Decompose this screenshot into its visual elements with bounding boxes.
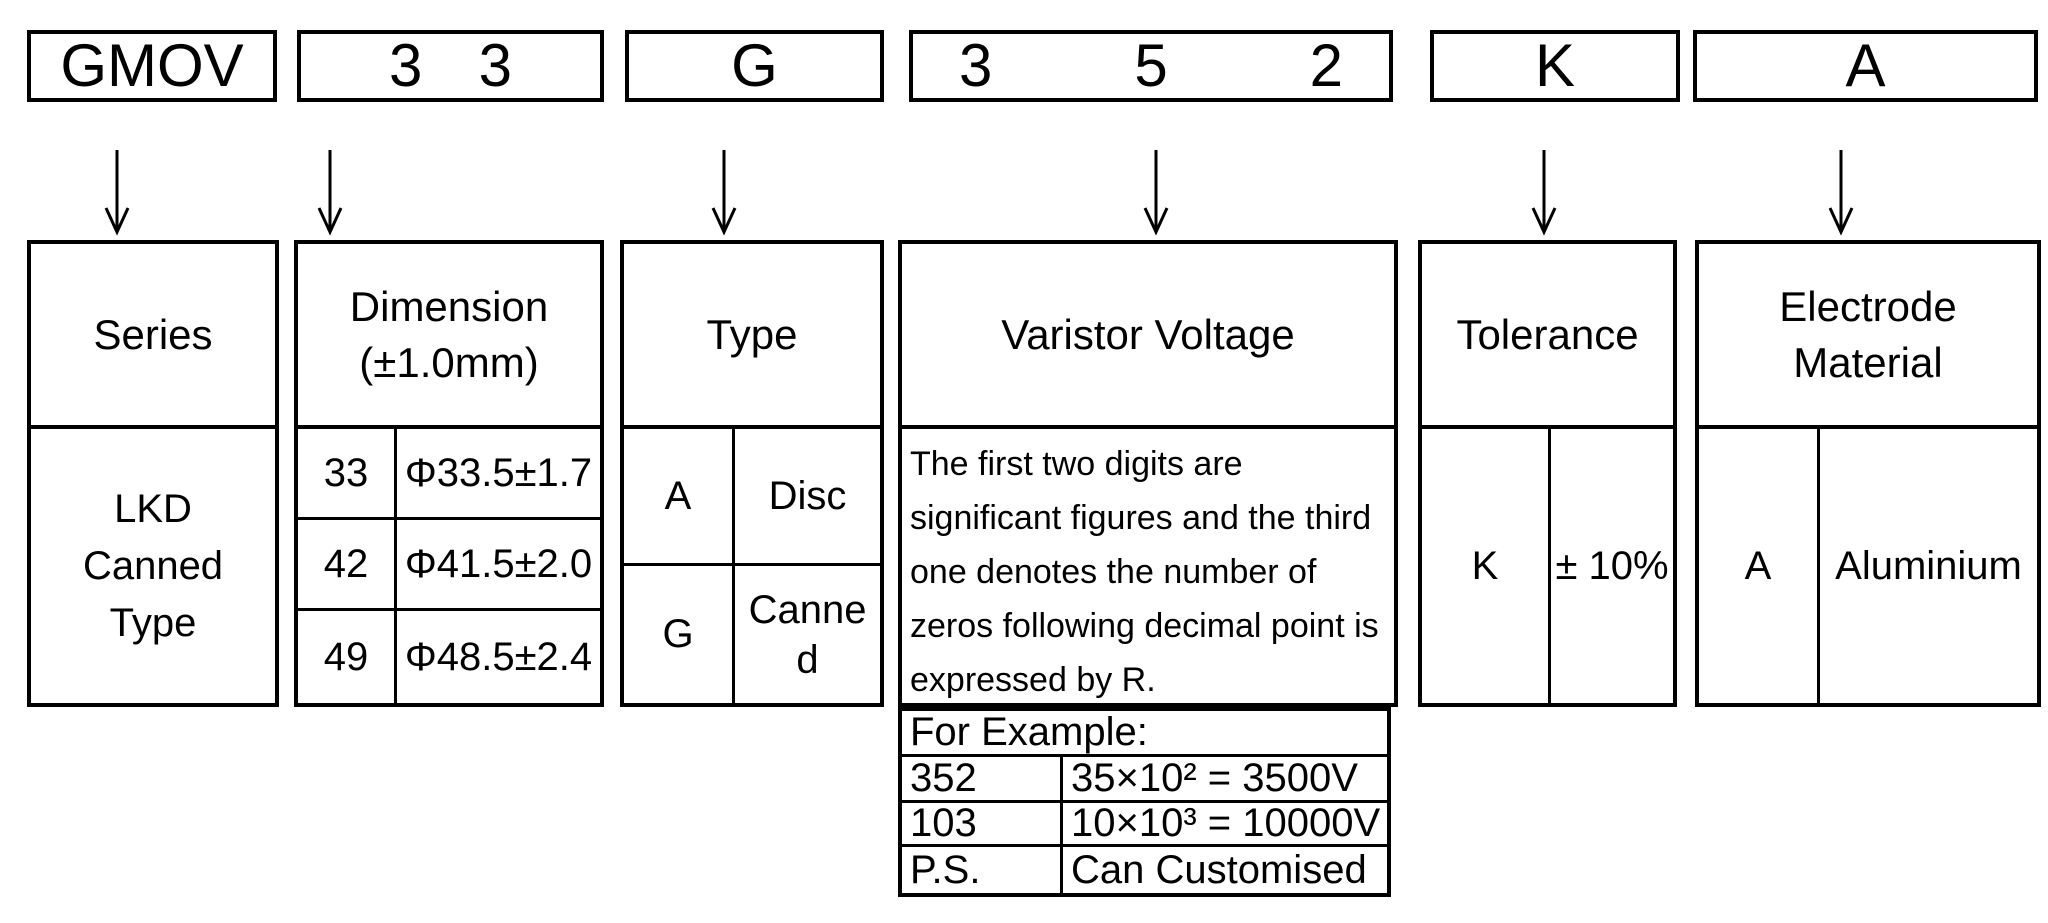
code-voltage-digit: 3 xyxy=(959,32,993,99)
tolerance-column: Tolerance K ± 10% xyxy=(1418,240,1677,707)
dimension-row: 49 Φ48.5±2.4 xyxy=(298,611,600,703)
example-code: 352 xyxy=(902,756,1063,800)
code-dimension-digit: 3 xyxy=(478,32,512,99)
type-code: G xyxy=(624,566,735,703)
type-header: Type xyxy=(624,244,880,429)
voltage-example-table: For Example: 352 35×10² = 3500V 103 10×1… xyxy=(898,707,1391,897)
code-box-type: G xyxy=(625,30,884,102)
type-code: A xyxy=(624,429,735,563)
code-voltage-digit: 5 xyxy=(1134,32,1168,99)
type-value: Disc xyxy=(768,474,847,518)
dimension-value: Φ41.5±2.0 xyxy=(404,541,593,586)
code-box-series: GMOV xyxy=(27,30,277,102)
down-arrow-icon xyxy=(1531,150,1557,236)
series-value: LKD Canned Type xyxy=(82,486,224,645)
type-value: Canned xyxy=(748,587,867,682)
example-value: 35×10² = 3500V xyxy=(1071,756,1358,800)
dimension-column: Dimension (±1.0mm) 33 Φ33.5±1.7 42 Φ41.5… xyxy=(294,240,604,707)
type-table: A Disc G Canned xyxy=(624,429,880,703)
example-value: Can Customised xyxy=(1071,847,1367,892)
code-box-electrode: A xyxy=(1693,30,2038,102)
down-arrow-icon xyxy=(711,150,737,236)
tolerance-value: ± 10% xyxy=(1555,543,1669,588)
varistor-voltage-header: Varistor Voltage xyxy=(902,244,1394,429)
code-box-voltage: 3 5 2 xyxy=(909,30,1393,102)
dimension-code: 49 xyxy=(298,611,397,703)
example-row: P.S. Can Customised xyxy=(902,847,1387,893)
tolerance-table: K ± 10% xyxy=(1422,429,1673,703)
code-voltage-digit: 2 xyxy=(1309,32,1343,99)
series-column: Series LKD Canned Type xyxy=(27,240,279,707)
varistor-voltage-description: The first two digits are significant fig… xyxy=(910,445,1379,699)
example-table-title: For Example: xyxy=(902,710,1387,757)
dimension-header: Dimension (±1.0mm) xyxy=(298,244,600,429)
dimension-row: 33 Φ33.5±1.7 xyxy=(298,429,600,520)
electrode-material-column: Electrode Material A Aluminium xyxy=(1695,240,2041,707)
code-box-dimension: 3 3 xyxy=(297,30,604,102)
code-series-text: GMOV xyxy=(60,32,244,99)
code-box-tolerance: K xyxy=(1430,30,1680,102)
example-code: 103 xyxy=(902,801,1063,845)
tolerance-header: Tolerance xyxy=(1422,244,1673,429)
down-arrow-icon xyxy=(317,150,343,236)
dimension-table: 33 Φ33.5±1.7 42 Φ41.5±2.0 49 Φ48.5±2.4 xyxy=(298,429,600,703)
dimension-value: Φ48.5±2.4 xyxy=(404,634,593,679)
down-arrow-icon xyxy=(104,150,130,236)
down-arrow-icon xyxy=(1828,150,1854,236)
dimension-row: 42 Φ41.5±2.0 xyxy=(298,520,600,611)
type-row: G Canned xyxy=(624,566,880,703)
down-arrow-icon xyxy=(1143,150,1169,236)
example-row: 352 35×10² = 3500V xyxy=(902,756,1387,803)
code-electrode-text: A xyxy=(1845,32,1886,99)
code-type-text: G xyxy=(731,32,778,99)
dimension-code: 42 xyxy=(298,520,397,608)
electrode-code: A xyxy=(1699,429,1820,703)
example-row: 103 10×10³ = 10000V xyxy=(902,801,1387,847)
tolerance-code: K xyxy=(1422,429,1551,703)
series-header: Series xyxy=(31,244,275,429)
varistor-voltage-column: Varistor Voltage The first two digits ar… xyxy=(898,240,1398,707)
electrode-material-table: A Aluminium xyxy=(1699,429,2037,703)
code-tolerance-text: K xyxy=(1534,32,1576,99)
example-code: P.S. xyxy=(902,847,1063,893)
code-dimension-digit: 3 xyxy=(389,32,423,99)
example-value: 10×10³ = 10000V xyxy=(1071,801,1381,845)
dimension-value: Φ33.5±1.7 xyxy=(404,450,593,495)
type-row: A Disc xyxy=(624,429,880,566)
type-column: Type A Disc G Canned xyxy=(620,240,884,707)
dimension-code: 33 xyxy=(298,429,397,517)
electrode-material-header: Electrode Material xyxy=(1699,244,2037,429)
electrode-value: Aluminium xyxy=(1835,543,2022,588)
